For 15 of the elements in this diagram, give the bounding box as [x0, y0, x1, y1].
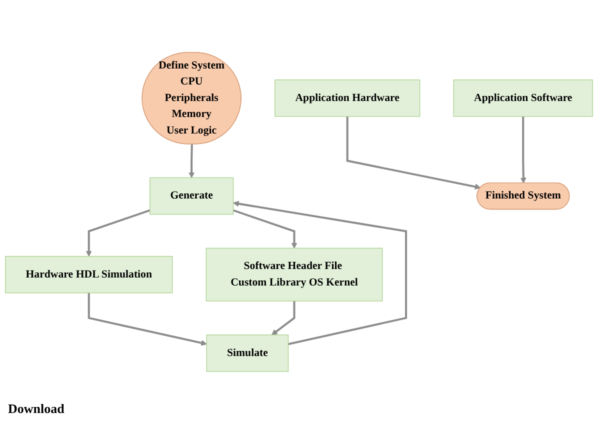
node-box: Application Hardware: [274, 79, 420, 116]
node-box: Hardware HDL Simulation: [5, 256, 173, 293]
note-text: Download: [8, 401, 64, 417]
arrow: [232, 208, 298, 248]
arrow: [88, 292, 207, 346]
node-box: Simulate: [206, 334, 289, 372]
arrow: [232, 200, 408, 345]
arrow: [346, 116, 481, 190]
node-box: Application Software: [453, 79, 593, 116]
arrow: [86, 208, 150, 256]
node-box: Generate: [150, 176, 234, 214]
arrow: [271, 300, 296, 335]
arrow: [188, 144, 195, 178]
node-box: Software Header File Custom Library OS Kernel: [206, 247, 383, 301]
arrow: [520, 116, 526, 183]
